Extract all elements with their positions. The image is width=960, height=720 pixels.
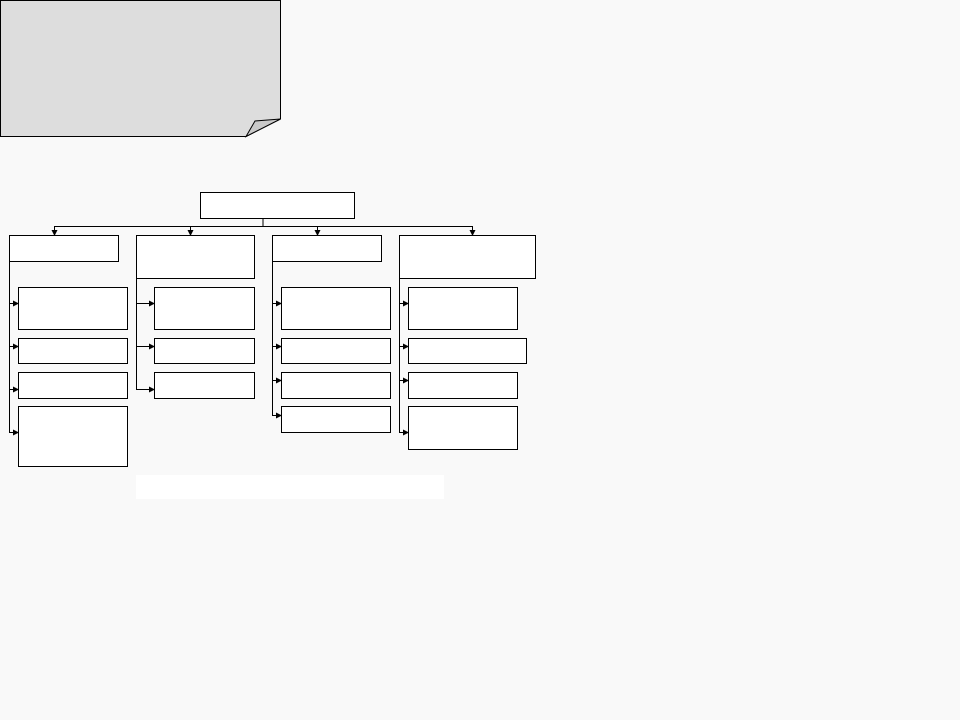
column-3-item xyxy=(281,372,391,399)
column-1-item xyxy=(18,406,128,467)
column-1-item xyxy=(18,372,128,399)
column-4-item xyxy=(408,406,518,450)
column-2-item xyxy=(154,287,255,330)
column-2-head xyxy=(136,235,255,279)
column-3-head xyxy=(272,235,382,262)
sticky-note-shape xyxy=(0,0,281,138)
column-2-item xyxy=(154,338,255,364)
column-1-item xyxy=(18,287,128,330)
column-4-head xyxy=(399,235,536,279)
column-1-item xyxy=(18,338,128,364)
page-curl-icon xyxy=(244,118,281,138)
column-2-item xyxy=(154,372,255,399)
column-4-item xyxy=(408,338,527,364)
caption-box xyxy=(136,475,444,499)
column-3-item xyxy=(281,406,391,433)
column-3-item xyxy=(281,338,391,364)
sticky-note xyxy=(0,0,282,138)
column-4-item xyxy=(408,287,518,330)
column-4-item xyxy=(408,372,518,399)
root-box xyxy=(200,192,355,219)
column-3-item xyxy=(281,287,391,330)
column-1-head xyxy=(9,235,119,262)
